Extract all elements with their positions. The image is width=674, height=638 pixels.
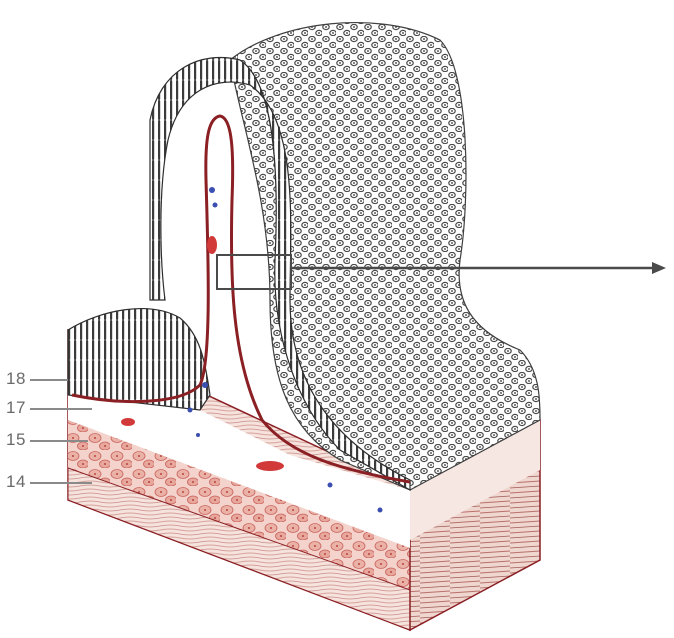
lymph-dot xyxy=(196,433,200,437)
lymph-dot xyxy=(188,408,193,413)
lymph-dot xyxy=(213,203,218,208)
label-17: 17 xyxy=(6,398,26,418)
leader-line-14 xyxy=(30,482,92,484)
leader-line-17 xyxy=(30,408,92,410)
lymph-dot xyxy=(378,508,383,513)
label-15: 15 xyxy=(6,430,26,450)
label-18: 18 xyxy=(6,369,26,389)
crypt-epithelium xyxy=(68,309,210,410)
capillary-dot xyxy=(256,461,284,471)
label-14: 14 xyxy=(6,472,26,492)
leader-line-18 xyxy=(30,379,68,381)
capillary-dot xyxy=(207,236,217,254)
pointer-arrow xyxy=(652,262,666,274)
lymph-dot xyxy=(328,483,333,488)
capillary-dot xyxy=(121,418,135,426)
leader-line-15 xyxy=(30,440,88,442)
lymph-dot xyxy=(202,382,208,388)
lymph-dot xyxy=(209,187,215,193)
